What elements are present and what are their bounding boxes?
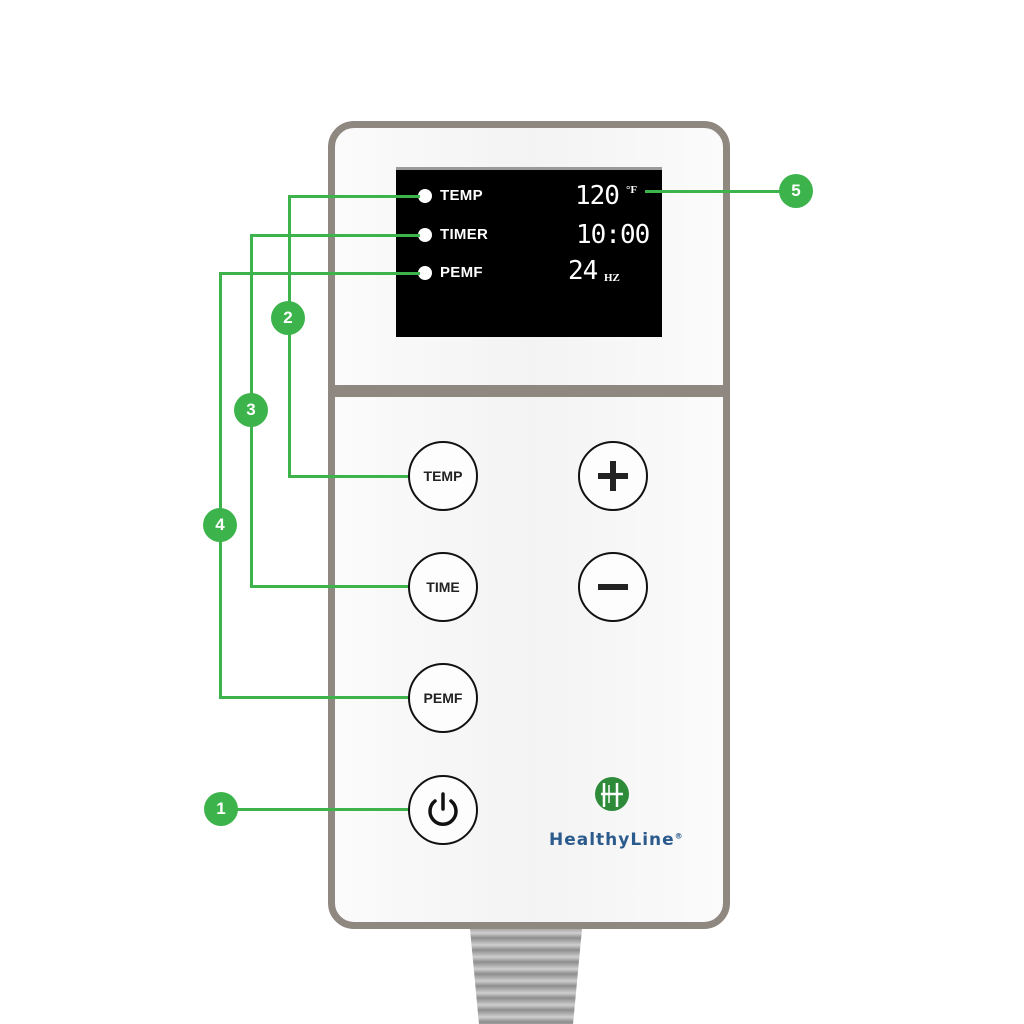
lcd-label-temp: TEMP [440, 187, 483, 204]
lcd-screen [396, 167, 662, 337]
callout-2-line-vertical [288, 195, 291, 477]
pemf-button-label: PEMF [423, 690, 463, 706]
lcd-value-temp: 120 [575, 181, 620, 211]
lcd-unit-pemf: HZ [604, 272, 620, 284]
callout-badge-2: 2 [271, 301, 305, 335]
callout-3-line-top [250, 234, 420, 237]
plus-button[interactable] [578, 441, 648, 511]
plus-icon [598, 461, 628, 491]
callout-3-line-bottom [250, 585, 418, 588]
callout-badge-4: 4 [203, 508, 237, 542]
minus-button[interactable] [578, 552, 648, 622]
pemf-indicator-dot [418, 266, 432, 280]
registered-mark: ® [674, 831, 684, 841]
power-button[interactable] [408, 775, 478, 845]
healthyline-logo-icon [583, 773, 637, 817]
callout-badge-5: 5 [779, 174, 813, 208]
temp-button-label: TEMP [423, 468, 463, 484]
callout-2-line-top [288, 195, 420, 198]
callout-4-line-bottom [219, 696, 418, 699]
callout-badge-1: 1 [204, 792, 238, 826]
body-divider [335, 385, 723, 397]
lcd-value-timer: 10:00 [576, 220, 650, 250]
power-cord [470, 929, 582, 1024]
power-icon [428, 792, 458, 826]
time-button[interactable]: TIME [408, 552, 478, 622]
temp-indicator-dot [418, 189, 432, 203]
brand-name: HealthyLine® [549, 830, 684, 850]
minus-icon [598, 584, 628, 590]
callout-4-line-top [219, 272, 420, 275]
timer-indicator-dot [418, 228, 432, 242]
callout-1-line [222, 808, 418, 811]
lcd-unit-temp: °F [626, 184, 638, 196]
time-button-label: TIME [426, 579, 460, 595]
callout-badge-3: 3 [234, 393, 268, 427]
brand-name-text: HealthyLine [549, 830, 675, 850]
callout-2-line-bottom [288, 475, 418, 478]
callout-5-line [645, 190, 797, 193]
lcd-value-pemf: 24 [568, 256, 598, 286]
callout-4-line-vertical [219, 272, 222, 699]
pemf-button[interactable]: PEMF [408, 663, 478, 733]
lcd-label-timer: TIMER [440, 226, 489, 243]
temp-button[interactable]: TEMP [408, 441, 478, 511]
lcd-label-pemf: PEMF [440, 264, 483, 281]
